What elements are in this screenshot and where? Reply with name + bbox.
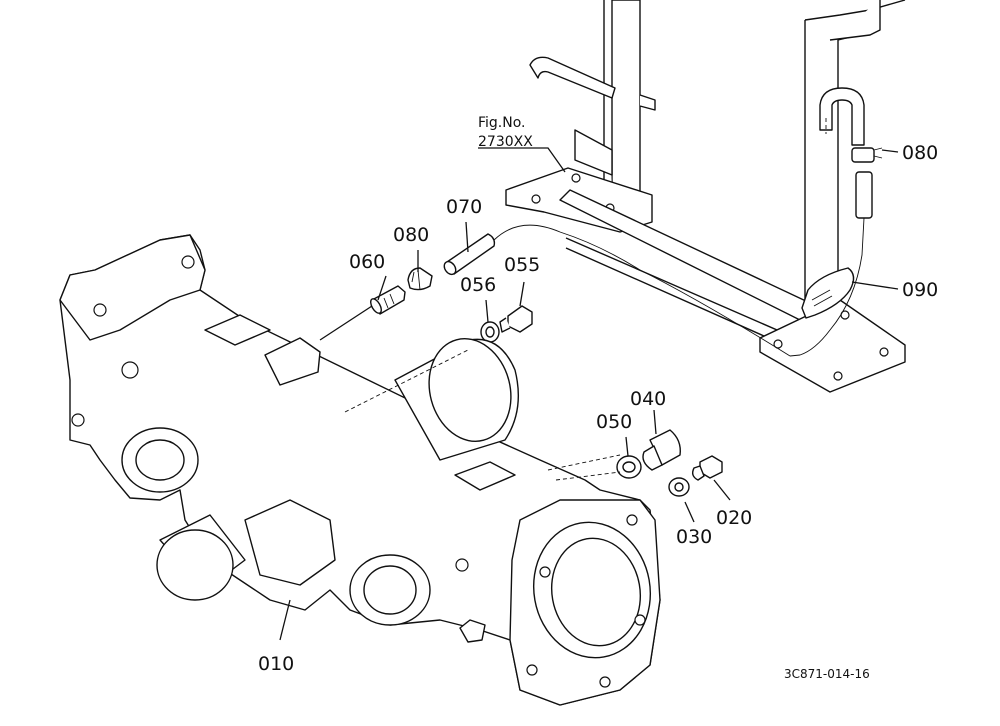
callout-055[interactable]: 055 [504,254,540,276]
callout-056[interactable]: 056 [460,274,496,296]
leader-lines [279,147,899,641]
drawing-code: 3C871-014-16 [784,667,870,681]
frame-bracket [505,0,906,393]
callout-040[interactable]: 040 [630,388,666,410]
axle-housing [59,234,661,706]
callout-090[interactable]: 090 [902,279,938,301]
figure-ref-line1: Fig.No. [478,115,526,131]
callout-060[interactable]: 060 [349,251,385,273]
callout-070[interactable]: 070 [446,196,482,218]
callout-030[interactable]: 030 [676,526,712,548]
callout-080-left[interactable]: 080 [393,224,429,246]
small-parts [370,233,723,497]
callout-020[interactable]: 020 [716,507,752,529]
figure-ref-line2: 2730XX [478,134,533,150]
hose-assembly [493,87,883,357]
callout-080-right[interactable]: 080 [902,142,938,164]
callout-010[interactable]: 010 [258,653,294,675]
callout-050[interactable]: 050 [596,411,632,433]
